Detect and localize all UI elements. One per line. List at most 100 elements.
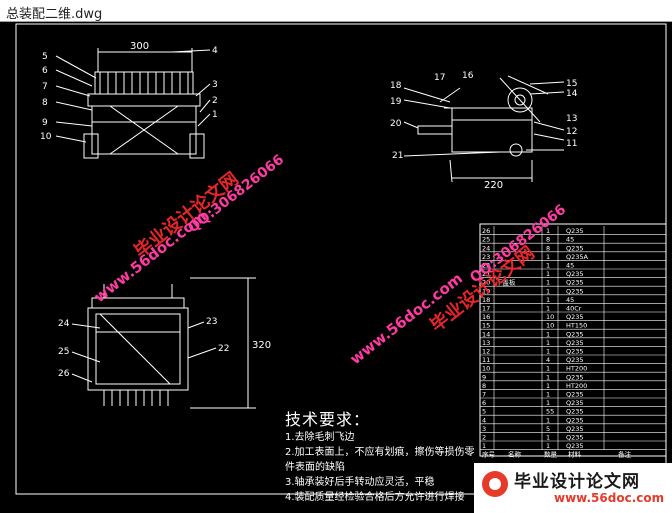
drawing-svg: 300 5 6 7 8 9 10 4 3 2 1 [15, 23, 667, 495]
table-cell-no: 20 [482, 279, 490, 287]
tech-heading: 技术要求： [285, 410, 371, 429]
callout-14: 14 [566, 89, 578, 99]
tech-line-5: 4.装配质量经检验合格后方允许进行焊接 [285, 492, 465, 503]
table-cell-qty: 1 [546, 339, 550, 347]
side-view [403, 75, 565, 183]
table-cell-no: 3 [482, 425, 486, 433]
table-cell-material: Q235 [566, 356, 584, 364]
table-cell-qty: 55 [546, 408, 554, 416]
callout-17: 17 [434, 73, 445, 83]
table-cell-qty: 1 [546, 434, 550, 442]
table-cell-material: Q235 [566, 270, 584, 278]
callout-15: 15 [566, 79, 577, 89]
table-header-qty: 数量 [544, 450, 558, 459]
table-cell-no: 13 [482, 339, 490, 347]
callout-10: 10 [40, 132, 52, 142]
table-cell-material: Q235 [566, 391, 584, 399]
tech-line-1: 1.去除毛刺飞边 [285, 432, 355, 443]
table-cell-qty: 1 [546, 348, 550, 356]
cad-canvas[interactable]: 300 5 6 7 8 9 10 4 3 2 1 [0, 22, 672, 513]
table-cell-no: 18 [482, 296, 490, 304]
table-cell-qty: 1 [546, 270, 550, 278]
table-cell-no: 24 [482, 244, 490, 252]
table-cell-no: 8 [482, 382, 486, 390]
table-cell-material: Q235 [566, 399, 584, 407]
table-cell-name: 下盖板 [496, 278, 516, 287]
callout-3: 3 [212, 80, 218, 90]
table-cell-material: Q235 [566, 442, 584, 450]
table-cell-material: Q235 [566, 425, 584, 433]
tech-line-2: 2.加工表面上，不应有划痕，擦伤等损伤零 [285, 447, 475, 458]
tech-line-4: 3.轴承装好后手转动应灵活，平稳 [285, 477, 435, 488]
technical-requirements: 技术要求： 1.去除毛刺飞边 2.加工表面上，不应有划痕，擦伤等损伤零 件表面的… [285, 406, 475, 505]
table-cell-no: 16 [482, 313, 490, 321]
banner-url: www.56doc.com [554, 491, 665, 505]
site-logo-icon [482, 471, 508, 497]
callout-21: 21 [392, 151, 403, 161]
table-cell-no: 6 [482, 399, 486, 407]
table-cell-qty: 1 [546, 227, 550, 235]
callout-18: 18 [390, 81, 402, 91]
plan-view [71, 277, 256, 409]
table-cell-qty: 10 [546, 322, 554, 330]
table-cell-no: 25 [482, 236, 490, 244]
table-cell-material: Q235 [566, 348, 584, 356]
table-cell-qty: 1 [546, 399, 550, 407]
table-cell-qty: 1 [546, 253, 550, 261]
table-cell-material: Q235 [566, 244, 584, 252]
callout-7: 7 [42, 82, 48, 92]
callout-5: 5 [42, 52, 48, 62]
table-cell-qty: 1 [546, 382, 550, 390]
banner-title: 毕业设计论文网 [514, 472, 640, 492]
table-cell-qty: 1 [546, 279, 550, 287]
tech-line-3: 件表面的缺陷 [285, 462, 345, 473]
callout-12: 12 [566, 127, 577, 137]
table-cell-material: HT200 [566, 382, 587, 390]
callout-25: 25 [58, 347, 69, 357]
callout-24: 24 [58, 319, 70, 329]
table-cell-material: Q235 [566, 313, 584, 321]
table-cell-qty: 8 [546, 236, 550, 244]
table-header-name: 名称 [508, 450, 522, 459]
table-cell-no: 21 [482, 270, 490, 278]
table-cell-material: Q235 [566, 434, 584, 442]
table-cell-qty: 1 [546, 296, 550, 304]
table-cell-no: 19 [482, 287, 490, 295]
table-cell-qty: 1 [546, 442, 550, 450]
table-header-material: 材料 [568, 450, 582, 459]
table-cell-no: 17 [482, 305, 490, 313]
callout-8: 8 [42, 98, 48, 108]
table-cell-no: 7 [482, 391, 486, 399]
table-cell-material: HT150 [566, 322, 587, 330]
table-cell-qty: 8 [546, 244, 550, 252]
table-cell-material: 45 [566, 296, 574, 304]
table-cell-material: Q235 [566, 279, 584, 287]
table-cell-qty: 1 [546, 391, 550, 399]
callout-9: 9 [42, 118, 48, 128]
dim-plan-height: 320 [252, 340, 271, 351]
dim-side-width: 220 [484, 180, 503, 191]
table-cell-no: 23 [482, 253, 490, 261]
table-cell-no: 14 [482, 330, 490, 338]
callout-1: 1 [212, 110, 218, 120]
callout-2: 2 [212, 96, 218, 106]
table-cell-material: 40Cr [566, 305, 582, 313]
callout-23: 23 [206, 317, 217, 327]
table-cell-qty: 1 [546, 262, 550, 270]
table-cell-no: 15 [482, 322, 490, 330]
window-title: 总装配二维.dwg [6, 7, 103, 22]
table-cell-no: 9 [482, 373, 486, 381]
table-cell-qty: 4 [546, 356, 550, 364]
table-cell-no: 10 [482, 365, 490, 373]
table-cell-material: Q235 [566, 330, 584, 338]
table-cell-no: 1 [482, 442, 486, 450]
table-header-no: 序号 [482, 450, 496, 459]
table-cell-qty: 1 [546, 416, 550, 424]
table-cell-material: Q235 [566, 373, 584, 381]
table-cell-qty: 1 [546, 373, 550, 381]
callout-19: 19 [390, 97, 402, 107]
table-cell-no: 11 [482, 356, 490, 364]
table-cell-qty: 1 [546, 365, 550, 373]
front-view [55, 48, 211, 159]
